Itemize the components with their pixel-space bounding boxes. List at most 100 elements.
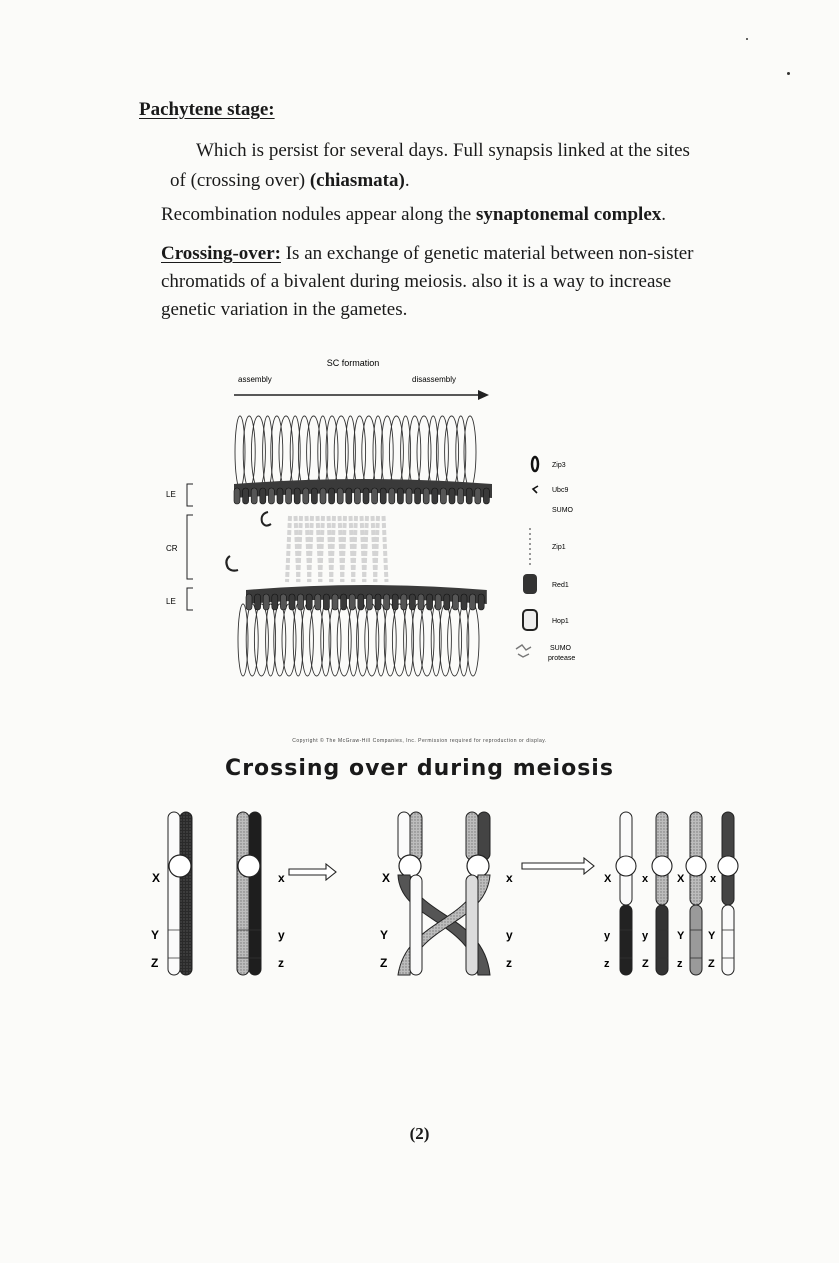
label-X-2: X: [382, 871, 390, 885]
chromatid: [397, 811, 411, 861]
paragraph-pachytene: Which is persist for several days. Full …: [170, 136, 690, 196]
chromatin-loop: [278, 415, 294, 489]
centromere: [615, 855, 637, 877]
legend-red1: Red1: [552, 582, 569, 589]
para3-line2: chromatids of a bivalent during meiosis.…: [161, 271, 672, 292]
label-y-2: y: [506, 928, 513, 942]
disassembly-label: disassembly: [412, 375, 456, 384]
axis-segment: [383, 593, 390, 611]
label-Z-2: Z: [380, 956, 387, 970]
crossing-over-figure: X Y Z x y z X Y Z x y z X y z x y Z X Y …: [151, 811, 739, 976]
centromere: [237, 854, 261, 878]
bracket-cr: [186, 514, 193, 580]
zip1-strand: [359, 515, 367, 583]
bottom-chromatin-loops: [237, 603, 480, 677]
chromatin-loop: [309, 603, 325, 677]
axis-segment: [293, 487, 301, 505]
label-Y-1: Y: [151, 928, 159, 942]
page-number: (2): [409, 1124, 430, 1143]
stage-arrow-2: [521, 856, 595, 876]
axis-segment: [254, 593, 261, 611]
label-r4-z: Z: [708, 958, 715, 970]
bivalent-crossing: [397, 811, 491, 976]
para2-post: .: [661, 204, 666, 225]
legend-sumo: SUMO: [552, 507, 574, 514]
axis-segment: [311, 487, 318, 505]
label-r2-y: y: [642, 930, 649, 942]
top-lateral-element: [233, 479, 492, 505]
side-label-le-top: LE: [166, 490, 176, 499]
side-label-cr: CR: [166, 544, 178, 553]
chromatin-loop: [333, 415, 349, 489]
centromere: [466, 854, 490, 878]
zip1-strand: [370, 515, 378, 583]
label-r3-y: Y: [677, 930, 685, 942]
axis-segment: [371, 487, 378, 505]
axis-segment: [483, 487, 490, 505]
crossing-over-title: Crossing over during meiosis: [225, 756, 614, 781]
para2-synaptonemal: synaptonemal complex: [476, 204, 662, 225]
label-z-1: z: [278, 956, 284, 970]
axis-segment: [314, 593, 322, 611]
axis-segment: [477, 593, 485, 611]
label-Y-2: Y: [380, 928, 388, 942]
chromatin-loop: [361, 415, 377, 489]
axis-segment: [417, 593, 425, 611]
chromatid: [248, 811, 262, 976]
copyright-note: Copyright © The McGraw-Hill Companies, I…: [292, 738, 547, 744]
stage-arrow-1: [288, 862, 337, 882]
direction-arrow-head: [478, 390, 489, 400]
ubc9-icon: [531, 485, 539, 494]
chromatin-loop: [388, 415, 404, 489]
label-r1-x: X: [604, 873, 612, 885]
scan-speck: [746, 38, 748, 40]
zip1-strand: [315, 515, 323, 583]
axis-segment: [280, 593, 287, 611]
axis-segment: [414, 487, 421, 505]
label-r1-y: y: [604, 930, 611, 942]
chromatid: [721, 904, 735, 976]
chromatin-loop: [364, 603, 380, 677]
chromatin-loop: [416, 415, 432, 489]
axis-segment: [426, 593, 433, 611]
para1-chiasmata: (chiasmata): [309, 170, 405, 191]
axis-segment: [305, 593, 313, 611]
axis-segment: [233, 487, 241, 505]
axis-segment: [276, 487, 284, 505]
axis-segment: [391, 593, 399, 611]
zip1-strand: [351, 515, 358, 583]
legend-sumo-protease-1: SUMO: [550, 645, 572, 652]
chromatin-loop: [447, 603, 463, 677]
axis-segment: [262, 593, 270, 611]
chromatid: [689, 904, 703, 976]
chromatin-loop: [273, 603, 287, 677]
centromere: [685, 855, 707, 877]
para3-line3: genetic variation in the gametes.: [161, 299, 408, 320]
axis-segment: [388, 487, 396, 505]
axis-segment: [271, 593, 279, 611]
axis-segment: [242, 487, 249, 505]
chromatin-loop: [391, 603, 407, 677]
label-X-1: X: [152, 871, 160, 885]
label-z-2: z: [506, 956, 512, 970]
chromatin-loop: [444, 415, 460, 489]
axis-segment: [405, 487, 413, 505]
side-label-le-bottom: LE: [166, 597, 176, 606]
central-region-zip1: [285, 515, 389, 583]
bracket-le-top: [186, 483, 193, 507]
zip1-strand: [373, 515, 380, 583]
bivalent-after-crossing: [615, 811, 739, 976]
legend-ubc9: Ubc9: [552, 487, 568, 494]
axis-segment: [409, 593, 416, 611]
zip3-icon: [530, 455, 540, 473]
label-r2-x: x: [642, 873, 649, 885]
synaptonemal-complex-figure: SC formation assembly disassembly LE CR …: [166, 358, 575, 677]
chromatin-loop: [265, 603, 277, 677]
axis-segment: [288, 593, 296, 611]
chromatid: [465, 874, 479, 976]
axis-segment: [452, 593, 459, 611]
chromatid: [465, 811, 479, 861]
label-r2-z: Z: [642, 958, 649, 970]
axis-segment: [354, 487, 361, 505]
